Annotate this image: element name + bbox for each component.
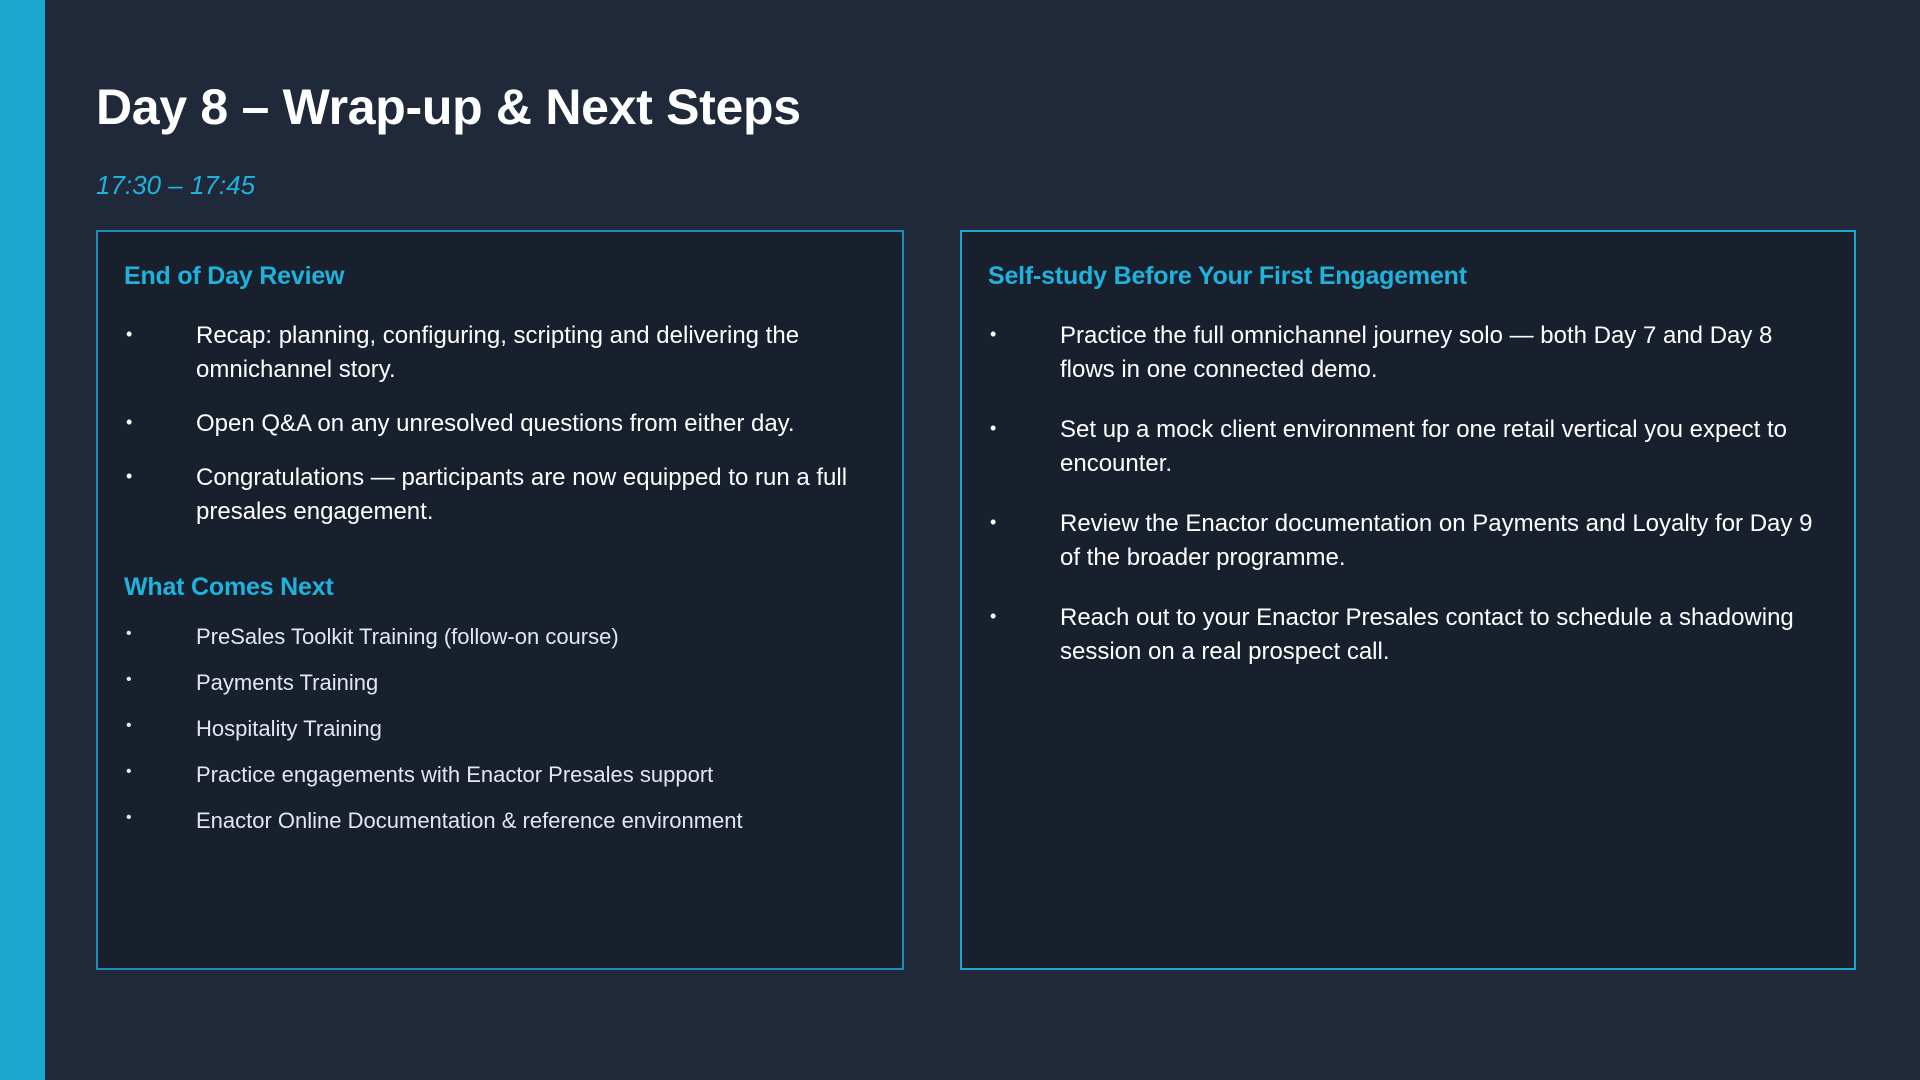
list-item: • Hospitality Training: [124, 714, 876, 744]
list-item-text: Practice engagements with Enactor Presal…: [196, 762, 714, 787]
list-item-text: Enactor Online Documentation & reference…: [196, 808, 743, 833]
right-panel: Self-study Before Your First Engagement …: [960, 230, 1856, 970]
bullet-icon: •: [126, 625, 132, 642]
list-item-text: Review the Enactor documentation on Paym…: [1060, 510, 1813, 571]
list-item: • Reach out to your Enactor Presales cont…: [988, 601, 1818, 669]
list-item-text: Payments Training: [196, 670, 379, 695]
what-comes-next-heading: What Comes Next: [124, 573, 334, 601]
bullet-icon: •: [126, 671, 132, 688]
list-item: • Review the Enactor documentation on Pay…: [988, 507, 1818, 575]
list-item-text: Congratulations — participants are now e…: [196, 464, 848, 525]
list-item: • Congratulations — participants are now …: [124, 461, 876, 529]
list-item: • Practice the full omnichannel journey s…: [988, 319, 1818, 387]
bullet-icon: •: [990, 512, 997, 532]
list-item: • Open Q&A on any unresolved questions fr…: [124, 407, 876, 441]
bullet-icon: •: [990, 324, 997, 344]
list-item: • PreSales Toolkit Training (follow-on co…: [124, 622, 876, 652]
list-item-text: Hospitality Training: [196, 716, 382, 741]
slide-title: Day 8 – Wrap-up & Next Steps: [96, 79, 801, 135]
list-item: • Practice engagements with Enactor Presa…: [124, 760, 876, 790]
self-study-list: • Practice the full omnichannel journey s…: [988, 319, 1818, 669]
bullet-icon: •: [126, 412, 133, 432]
list-item-text: PreSales Toolkit Training (follow-on cou…: [196, 624, 619, 649]
bullet-icon: •: [126, 763, 132, 780]
next-steps-list: • PreSales Toolkit Training (follow-on co…: [124, 622, 876, 836]
bullet-icon: •: [990, 606, 997, 626]
list-item-text: Open Q&A on any unresolved questions fro…: [196, 410, 795, 437]
bullet-icon: •: [126, 466, 133, 486]
list-item-text: Recap: planning, configuring, scripting …: [196, 322, 800, 383]
bullet-icon: •: [126, 717, 132, 734]
left-panel: End of Day Review • Recap: planning, conf…: [96, 230, 904, 970]
accent-bar: [0, 0, 45, 1080]
end-of-day-review-heading: End of Day Review: [124, 262, 345, 290]
list-item-text: Practice the full omnichannel journey so…: [1060, 322, 1773, 383]
list-item-text: Set up a mock client environment for one…: [1060, 416, 1788, 477]
list-item-text: Reach out to your Enactor Presales conta…: [1060, 604, 1794, 665]
list-item: • Payments Training: [124, 668, 876, 698]
list-item: • Enactor Online Documentation & referenc…: [124, 806, 876, 836]
bullet-icon: •: [990, 418, 997, 438]
list-item: • Recap: planning, configuring, scripting…: [124, 319, 876, 387]
bullet-icon: •: [126, 809, 132, 826]
list-item: • Set up a mock client environment for on…: [988, 413, 1818, 481]
bullet-icon: •: [126, 324, 133, 344]
session-time: 17:30 – 17:45: [96, 170, 256, 200]
self-study-heading: Self-study Before Your First Engagement: [988, 262, 1467, 290]
review-list: • Recap: planning, configuring, scripting…: [124, 319, 876, 529]
